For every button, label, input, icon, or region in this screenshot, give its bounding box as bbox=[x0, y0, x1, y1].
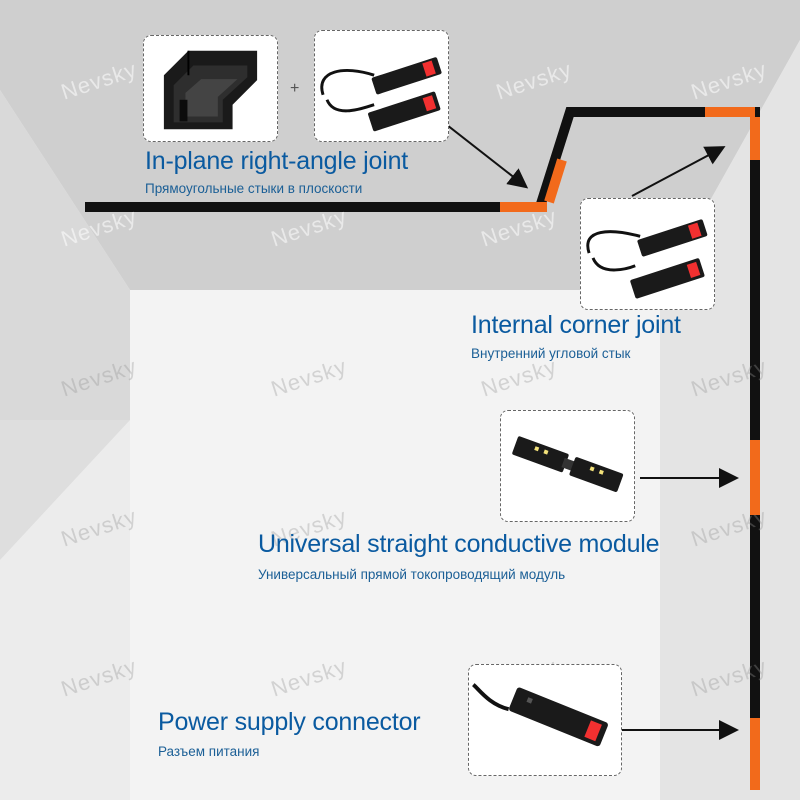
arrow-inplane bbox=[446, 124, 529, 189]
internal-title: Internal corner joint bbox=[471, 311, 681, 339]
power-connector-card bbox=[468, 664, 622, 776]
flex-connector-card bbox=[314, 30, 449, 142]
straight-title: Universal straight conductive module bbox=[258, 530, 660, 558]
left-wall bbox=[0, 90, 130, 420]
accent-joint-2 bbox=[544, 158, 567, 204]
straight-subtitle: Универсальный прямой токопроводящий моду… bbox=[258, 567, 566, 582]
flex-cable-connector-icon bbox=[586, 219, 708, 299]
corner-connector-icon bbox=[163, 50, 258, 130]
plus-sign: + bbox=[290, 80, 300, 97]
power-connector-icon bbox=[471, 683, 608, 747]
inplane-subtitle: Прямоугольные стыки в плоскости bbox=[145, 181, 363, 196]
power-subtitle: Разъем питания bbox=[158, 744, 260, 759]
internal-subtitle: Внутренний угловой стык bbox=[471, 346, 631, 361]
arrow-internal bbox=[631, 146, 726, 197]
internal-corner-card bbox=[580, 198, 715, 310]
track-rail bbox=[85, 107, 760, 790]
straight-module-card bbox=[500, 410, 635, 522]
left-wall-lower bbox=[0, 420, 130, 560]
power-title: Power supply connector bbox=[158, 708, 421, 736]
corner-connector-card bbox=[143, 35, 278, 142]
straight-connector-icon bbox=[512, 436, 624, 492]
flex-cable-connector-icon bbox=[320, 57, 442, 132]
inplane-title: In-plane right-angle joint bbox=[145, 147, 409, 175]
